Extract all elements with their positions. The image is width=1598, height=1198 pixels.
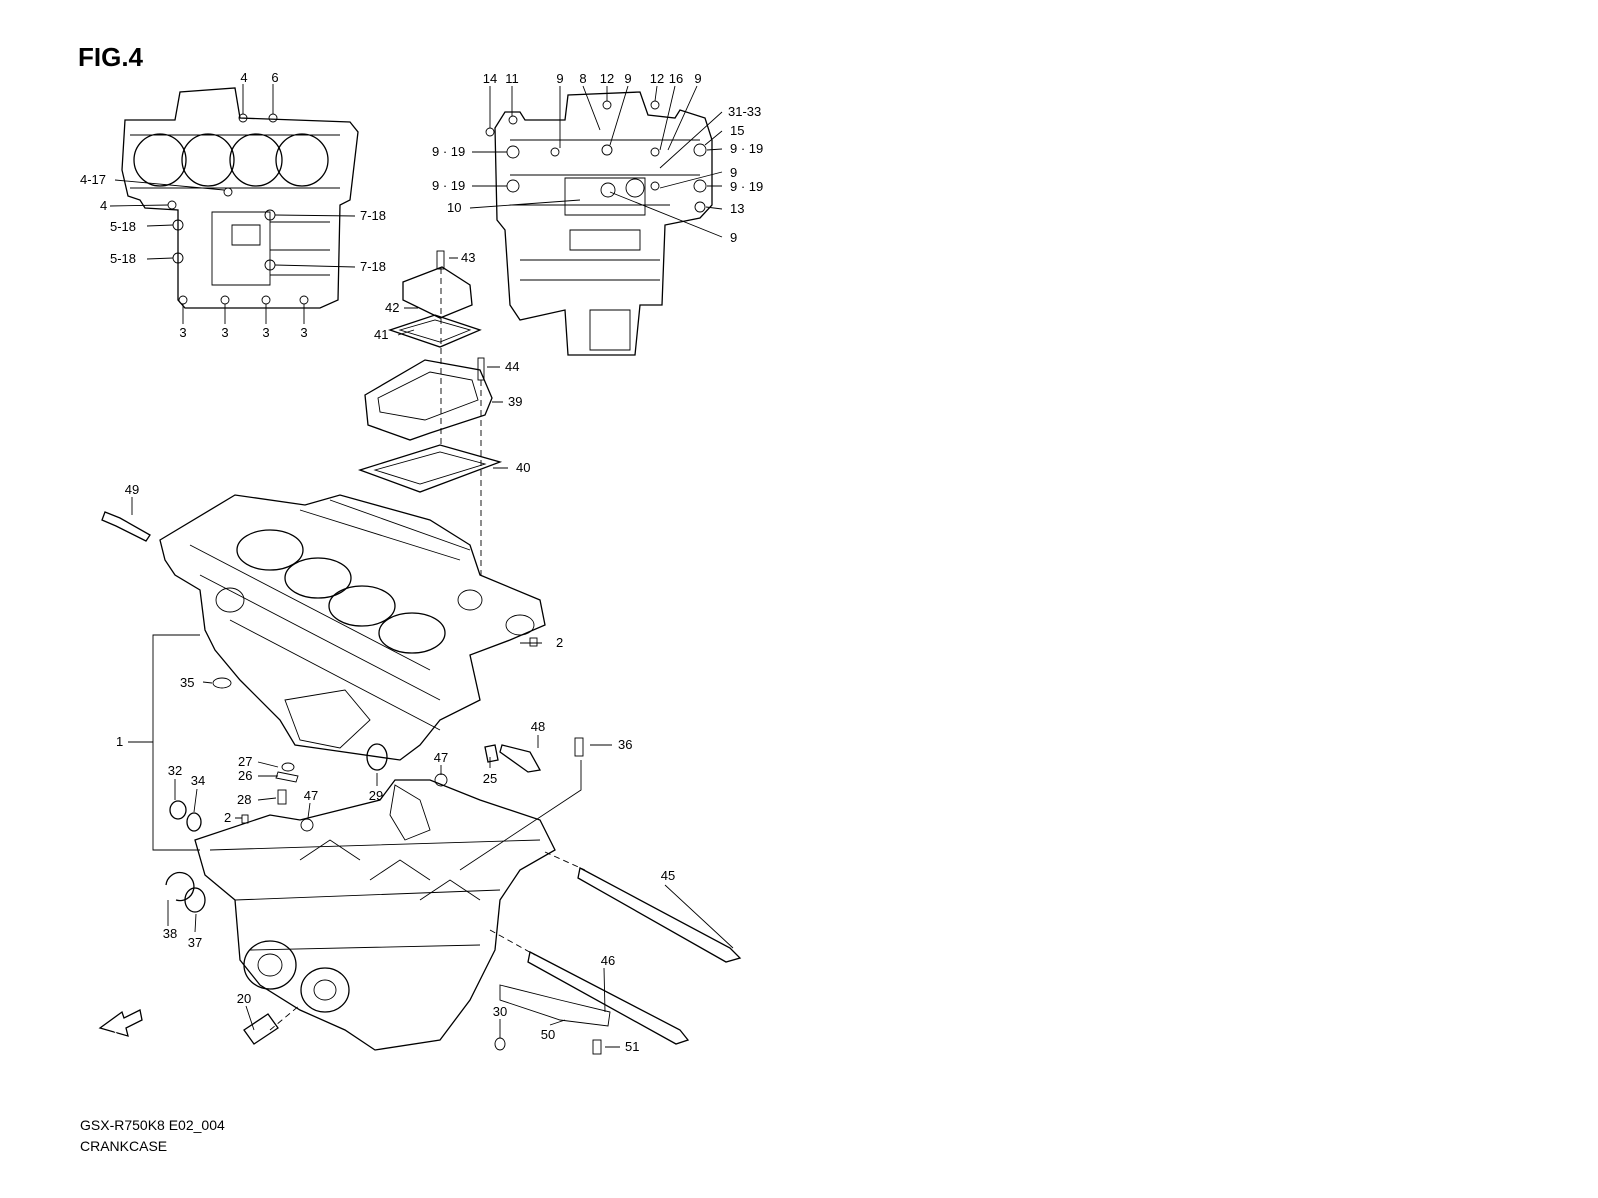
callout: 34 [191,773,205,788]
callout: 10 [447,200,461,215]
callout: 20 [237,991,251,1006]
pan-cover-group [357,250,508,575]
callout: 5-18 [110,219,136,234]
section-title: CRANKCASE [80,1138,168,1154]
callout: 44 [505,359,519,374]
callout: 40 [516,460,530,475]
callout: 25 [483,771,497,786]
callout: 48 [531,719,545,734]
figure-label: FIG.4 [78,42,144,72]
callout: 38 [163,926,177,941]
callout: 3 [179,325,186,340]
callout: 30 [493,1004,507,1019]
callout: 4-17 [80,172,106,187]
fwd-label: FWD [111,1016,134,1036]
callout: 9 [730,230,737,245]
callout: 32 [168,763,182,778]
callout: 15 [730,123,744,138]
callout: 13 [730,201,744,216]
callout: 2 [224,810,231,825]
callout: 43 [461,250,475,265]
callout: 9 · 19 [730,179,763,194]
callout: 47 [304,788,318,803]
callout: 7-18 [360,259,386,274]
callout: 9 · 19 [432,144,465,159]
callout: 41 [374,327,388,342]
callout: 3 [221,325,228,340]
callout: 42 [385,300,399,315]
callout-labels: 4 6 4-17 4 5-18 5-18 7-18 7-18 3 3 3 3 1… [80,70,763,1054]
callout: 9 · 19 [432,178,465,193]
callout: 27 [238,754,252,769]
callout: 50 [541,1027,555,1042]
callout: 3 [300,325,307,340]
callout: 49 [125,482,139,497]
callout: 11 [505,71,519,86]
callout: 9 [556,71,563,86]
callout: 4 [100,198,107,213]
callout: 9 [730,165,737,180]
callout: 39 [508,394,522,409]
upper-crankcase-body [159,494,546,761]
callout: 45 [661,868,675,883]
callout: 28 [237,792,251,807]
callout: 12 [650,71,664,86]
lower-view-leaders [469,85,723,238]
callout: 26 [238,768,252,783]
model-code: GSX-R750K8 E02_004 [80,1117,225,1133]
lower-crankcase-bottom-view [485,91,713,356]
callout: 14 [483,71,497,86]
callout: 1 [116,734,123,749]
callout: 7-18 [360,208,386,223]
callout: 9 [624,71,631,86]
callout: 46 [601,953,615,968]
callout: 36 [618,737,632,752]
callout: 16 [669,71,683,86]
callout: 6 [271,70,278,85]
callout: 4 [240,70,247,85]
callout: 9 [694,71,701,86]
callout: 2 [556,635,563,650]
callout: 51 [625,1039,639,1054]
lower-crankcase-body [194,779,556,1051]
callout: 9 · 19 [730,141,763,156]
callout: 5-18 [110,251,136,266]
callout: 3 [262,325,269,340]
main-view-leaders [128,497,734,1048]
callout: 8 [579,71,586,86]
callout: 35 [180,675,194,690]
callout: 29 [369,788,383,803]
callout: 47 [434,750,448,765]
callout: 12 [600,71,614,86]
callout: 37 [188,935,202,950]
callout: 31-33 [728,104,761,119]
upper-view-leaders [109,84,356,324]
upper-crankcase-top-view [121,87,359,309]
